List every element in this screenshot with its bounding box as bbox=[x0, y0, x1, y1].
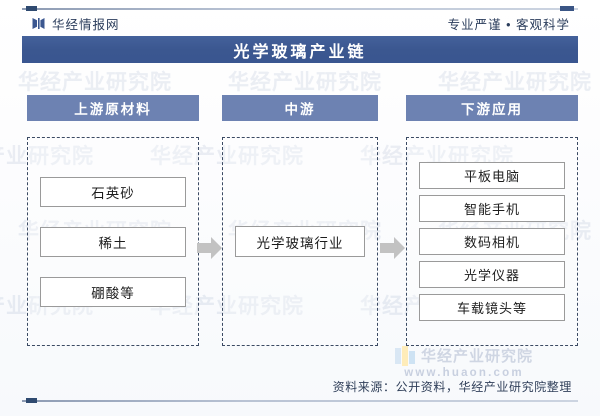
node-label: 数码相机 bbox=[463, 235, 520, 250]
column-header-upstream: 上游原材料 bbox=[27, 95, 199, 121]
node-label: 光学玻璃行业 bbox=[256, 235, 344, 251]
column-upstream: 上游原材料 石英砂 稀土 硼酸等 bbox=[27, 95, 199, 346]
column-downstream: 下游应用 平板电脑 智能手机 数码相机 光学仪器 车载镜头等 bbox=[406, 95, 578, 346]
header-tagline: 专业严谨 • 客观科学 bbox=[447, 17, 570, 32]
node-item[interactable]: 智能手机 bbox=[419, 195, 565, 222]
arrow-right-icon bbox=[380, 236, 406, 260]
page-header: 华经情报网 专业严谨 • 客观科学 bbox=[22, 12, 578, 34]
column-header-midstream: 中游 bbox=[222, 95, 378, 121]
bottom-divider-cap-left bbox=[26, 398, 37, 403]
node-label: 平板电脑 bbox=[463, 169, 520, 184]
node-item[interactable]: 数码相机 bbox=[419, 228, 565, 255]
column-header-label: 下游应用 bbox=[461, 102, 523, 117]
node-label: 光学仪器 bbox=[463, 268, 520, 283]
value-chain-columns: 上游原材料 石英砂 稀土 硼酸等 中游 bbox=[0, 95, 600, 365]
column-header-label: 上游原材料 bbox=[74, 102, 152, 117]
node-item[interactable]: 车载镜头等 bbox=[419, 294, 565, 321]
node-label: 硼酸等 bbox=[91, 285, 135, 301]
source-note: 资料来源：公开资料，华经产业研究院整理 bbox=[332, 380, 572, 394]
arrow-right-icon bbox=[197, 236, 223, 260]
node-item[interactable]: 光学仪器 bbox=[419, 261, 565, 288]
column-body-upstream: 石英砂 稀土 硼酸等 bbox=[27, 137, 199, 346]
brand-name: 华经情报网 bbox=[52, 17, 120, 32]
node-item[interactable]: 平板电脑 bbox=[419, 162, 565, 189]
brand: 华经情报网 bbox=[22, 14, 120, 33]
top-divider-cap-left bbox=[26, 6, 37, 11]
node-item[interactable]: 石英砂 bbox=[40, 176, 186, 207]
chart-title-bar: 光学玻璃产业链 bbox=[22, 36, 578, 63]
column-header-downstream: 下游应用 bbox=[406, 95, 578, 121]
node-label: 智能手机 bbox=[463, 202, 520, 217]
column-body-midstream: 光学玻璃行业 bbox=[222, 137, 378, 346]
midstream-node-wrapper: 光学玻璃行业 bbox=[235, 226, 365, 257]
node-item[interactable]: 稀土 bbox=[40, 226, 186, 257]
node-label: 石英砂 bbox=[91, 185, 135, 201]
bowtie-logo-icon bbox=[32, 17, 45, 30]
node-item[interactable]: 硼酸等 bbox=[40, 276, 186, 307]
top-divider bbox=[22, 8, 578, 10]
node-item[interactable]: 光学玻璃行业 bbox=[235, 226, 365, 257]
column-body-downstream: 平板电脑 智能手机 数码相机 光学仪器 车载镜头等 bbox=[406, 137, 578, 346]
node-label: 稀土 bbox=[98, 235, 128, 251]
column-midstream: 中游 光学玻璃行业 bbox=[222, 95, 378, 346]
watermark-tile: 华经产业研究院 bbox=[18, 71, 172, 94]
watermark-tile: 华经产业研究院 bbox=[438, 71, 592, 94]
page-title: 光学玻璃产业链 bbox=[233, 43, 367, 61]
watermark-tile: 华经产业研究院 bbox=[228, 71, 382, 94]
bottom-divider bbox=[22, 400, 578, 402]
top-divider-cap-right bbox=[560, 6, 574, 11]
node-label: 车载镜头等 bbox=[456, 301, 527, 316]
column-header-label: 中游 bbox=[284, 102, 316, 117]
